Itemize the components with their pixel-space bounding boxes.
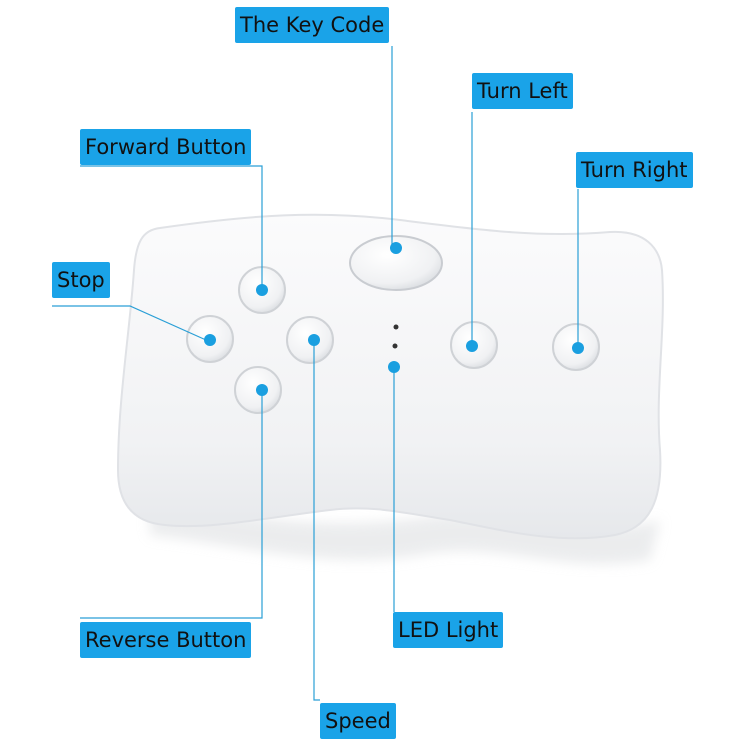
label-reverse: Reverse Button (80, 622, 252, 658)
dot-key-code (390, 242, 402, 254)
label-turn-right: Turn Right (576, 152, 693, 188)
dot-speed (308, 334, 320, 346)
label-key-code: The Key Code (235, 7, 390, 43)
key-code-button[interactable] (349, 235, 443, 291)
dot-stop (204, 334, 216, 346)
leader-speed (313, 340, 320, 701)
leader-reverse (80, 390, 263, 619)
led-indicator-1 (393, 324, 399, 330)
dot-led (388, 361, 400, 373)
label-forward: Forward Button (80, 129, 252, 165)
dot-turn-left (466, 340, 478, 352)
label-turn-left: Turn Left (472, 73, 573, 109)
label-led: LED Light (393, 612, 504, 648)
dot-forward (256, 284, 268, 296)
leader-forward (80, 165, 263, 290)
label-speed: Speed (320, 703, 396, 739)
dot-reverse (256, 384, 268, 396)
dot-turn-right (572, 342, 584, 354)
leader-stop (52, 305, 207, 341)
label-stop: Stop (52, 262, 110, 298)
remote-shadow (150, 500, 660, 564)
led-indicator-2 (392, 343, 398, 349)
